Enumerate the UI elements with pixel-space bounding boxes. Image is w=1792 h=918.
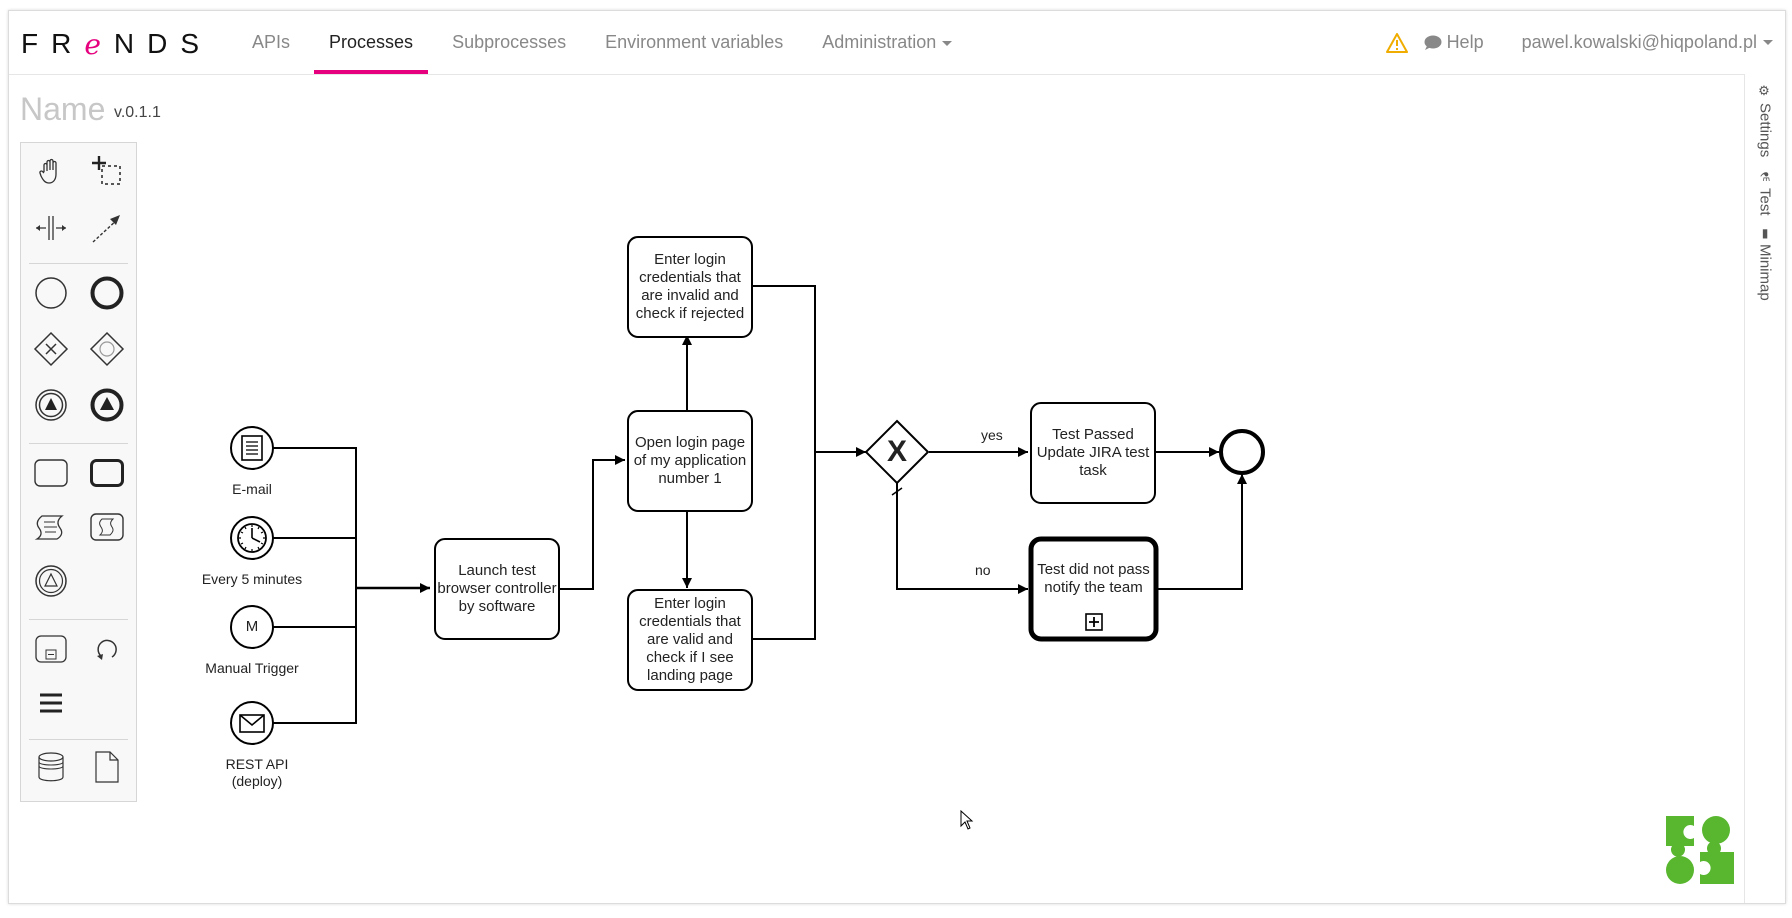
palette-divider [29, 619, 128, 620]
tab-test[interactable]: ⚗ Test [1745, 170, 1785, 220]
nav-env-label: Environment variables [605, 32, 784, 52]
subprocess-test-failed-label: Test did not pass notify the team [1037, 561, 1150, 596]
trigger-email[interactable] [230, 426, 274, 470]
trigger-manual-label: Manual Trigger [205, 660, 299, 676]
main-nav: APIs Processes Subprocesses Environment … [237, 11, 976, 74]
trigger-schedule-label: Every 5 minutes [201, 571, 303, 587]
task-test-passed[interactable] [1030, 402, 1156, 504]
palette-divider [29, 443, 128, 444]
subprocess-script-icon[interactable] [87, 507, 127, 547]
hand-tool-icon[interactable] [31, 151, 71, 191]
intermediate-throw-event-icon[interactable] [31, 385, 71, 425]
trigger-manual[interactable] [230, 605, 274, 649]
nav-processes[interactable]: Processes [314, 11, 429, 74]
nav-right: Help pawel.kowalski@hiqpoland.pl [1385, 11, 1773, 74]
logo-text-e: e [84, 27, 114, 61]
end-event[interactable] [1219, 429, 1265, 475]
nav-processes-label: Processes [329, 32, 414, 52]
trigger-rest-label-2: (deploy) [231, 773, 283, 789]
nav-subprocesses[interactable]: Subprocesses [437, 11, 581, 74]
nav-administration-dropdown[interactable]: Administration [807, 11, 967, 74]
mouse-cursor-icon [960, 810, 974, 830]
connect-tool-icon[interactable] [87, 208, 127, 248]
end-throw-event-icon[interactable] [87, 385, 127, 425]
file-icon [241, 435, 263, 461]
task-valid-login-label: Enter login credentials that are valid a… [639, 595, 741, 684]
call-activity-icon[interactable] [87, 453, 127, 493]
envelope-icon [239, 714, 265, 733]
logo-text-end: NDS [113, 28, 213, 59]
lasso-tool-icon[interactable] [87, 151, 127, 191]
task-launch-label: Launch test browser controller by softwa… [437, 562, 557, 615]
exclusive-gateway-icon[interactable] [31, 329, 71, 369]
flow-label-yes: yes [981, 427, 1003, 443]
event-gateway-icon[interactable] [87, 329, 127, 369]
task-icon[interactable] [31, 453, 71, 493]
task-launch-browser[interactable] [434, 538, 560, 640]
gear-icon: ⚙ [1757, 84, 1773, 99]
tab-test-label: Test [1756, 188, 1774, 216]
user-email: pawel.kowalski@hiqpoland.pl [1521, 32, 1757, 52]
space-tool-icon[interactable] [31, 208, 71, 248]
process-name[interactable]: Name [20, 91, 106, 127]
flask-icon: ⚗ [1758, 170, 1772, 184]
escalation-event-icon[interactable] [31, 561, 71, 601]
task-invalid-login[interactable] [627, 236, 753, 338]
end-event-icon[interactable] [87, 273, 127, 313]
palette-divider [29, 263, 128, 264]
nav-apis-label: APIs [252, 32, 291, 52]
caret-down-icon [942, 40, 953, 46]
subprocess-collapsed-icon[interactable] [31, 629, 71, 669]
tab-minimap-label: Minimap [1756, 244, 1774, 301]
script-task-icon[interactable] [31, 507, 71, 547]
task-open-login-label: Open login page of my application number… [633, 434, 747, 487]
nav-subprocesses-label: Subprocesses [452, 32, 567, 52]
book-icon: ▮ [1758, 226, 1772, 240]
help-link[interactable]: Help [1424, 32, 1484, 53]
gateway-x-icon: X [886, 435, 907, 468]
nav-admin-label: Administration [822, 32, 937, 52]
loop-icon[interactable] [87, 629, 127, 669]
comment-icon [1424, 35, 1442, 50]
warning-icon[interactable] [1385, 32, 1408, 53]
tool-palette [20, 142, 137, 802]
caret-down-icon [1763, 40, 1773, 45]
user-menu[interactable]: pawel.kowalski@hiqpoland.pl [1522, 32, 1773, 53]
task-valid-login[interactable] [627, 589, 753, 691]
nav-environment-variables[interactable]: Environment variables [590, 11, 798, 74]
subprocess-test-failed[interactable] [1028, 536, 1159, 642]
trigger-rest-label-1: REST API [225, 756, 289, 772]
trigger-rest-api[interactable] [230, 701, 274, 745]
side-panel-tabs: ⚙ Settings ⚗ Test ▮ Minimap [1744, 74, 1785, 903]
manual-icon: M [245, 618, 259, 635]
task-open-login[interactable] [627, 410, 753, 512]
clock-icon [237, 523, 267, 553]
lane-icon[interactable] [31, 683, 71, 723]
data-store-icon[interactable] [31, 747, 71, 787]
logo-text-start: FR [21, 28, 85, 59]
trigger-schedule[interactable] [230, 516, 274, 560]
data-object-icon[interactable] [87, 747, 127, 787]
task-invalid-login-label: Enter login credentials that are invalid… [635, 251, 745, 322]
flow-label-no: no [975, 562, 991, 578]
trigger-email-label: E-mail [232, 481, 272, 497]
tab-settings-label: Settings [1756, 103, 1774, 158]
process-version: v.0.1.1 [114, 104, 161, 121]
palette-divider [29, 739, 128, 740]
exclusive-gateway[interactable] [864, 419, 930, 485]
help-label: Help [1446, 32, 1484, 52]
task-test-passed-label: Test Passed Update JIRA test task [1036, 426, 1150, 479]
tab-minimap[interactable]: ▮ Minimap [1745, 226, 1785, 306]
tab-settings[interactable]: ⚙ Settings [1745, 84, 1785, 158]
start-event-icon[interactable] [31, 273, 71, 313]
puzzle-icon[interactable] [1664, 814, 1736, 886]
nav-apis[interactable]: APIs [237, 11, 305, 74]
